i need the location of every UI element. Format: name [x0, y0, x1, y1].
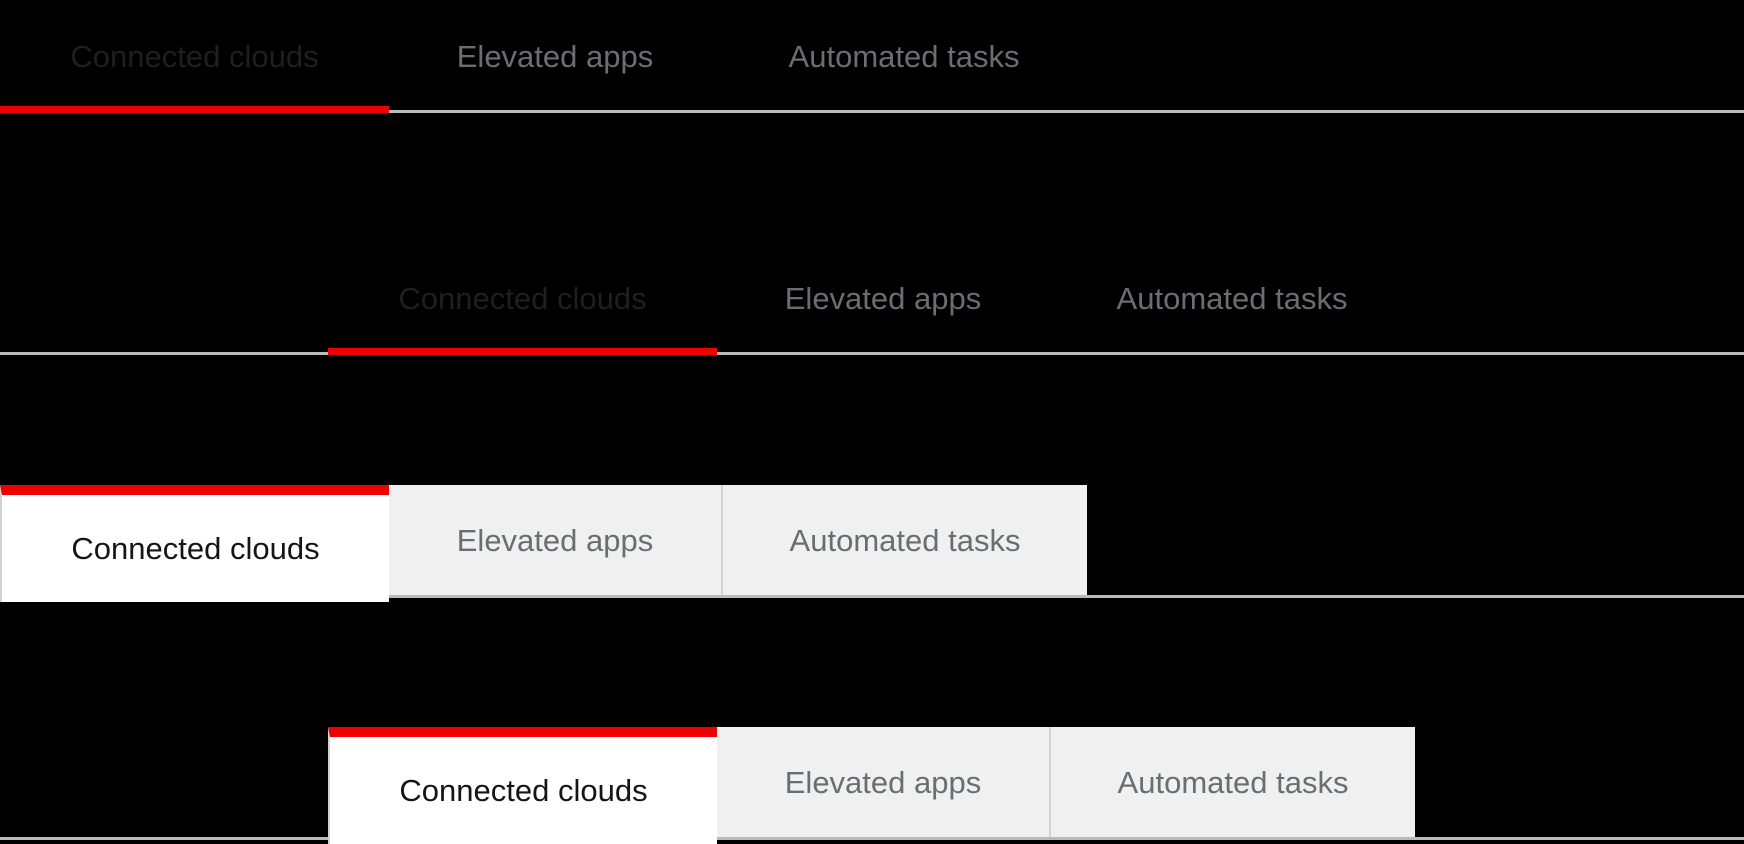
tab-label: Elevated apps [456, 522, 654, 558]
tab-label: Connected clouds [70, 39, 319, 74]
tab-label: Automated tasks [1116, 281, 1348, 316]
tab-label: Connected clouds [71, 531, 320, 566]
tab-automated-tasks[interactable]: Automated tasks [1049, 242, 1415, 355]
tab-automated-tasks[interactable]: Automated tasks [721, 0, 1087, 113]
tab-elevated-apps[interactable]: Elevated apps [717, 242, 1049, 355]
tabs-bottom-divider-line [0, 837, 1744, 840]
active-tab-indicator [0, 106, 389, 113]
tab-elevated-apps[interactable]: Elevated apps [389, 485, 721, 595]
tabs-bottom-divider-line [0, 595, 1744, 598]
tab-label: Connected clouds [398, 281, 647, 316]
active-tab-indicator [328, 348, 717, 355]
tabs-bottom-divider-line [0, 110, 1744, 113]
tab-strip: Connected clouds Elevated apps Automated… [0, 727, 1744, 844]
tab-group-underline-flush: Connected clouds Elevated apps Automated… [0, 0, 1744, 113]
tab-connected-clouds[interactable]: Connected clouds [328, 727, 717, 844]
tab-group-underline-indented: Connected clouds Elevated apps Automated… [0, 242, 1744, 355]
tab-elevated-apps[interactable]: Elevated apps [717, 727, 1049, 837]
tab-label: Elevated apps [456, 39, 654, 74]
tab-strip: Connected clouds Elevated apps Automated… [0, 242, 1744, 355]
tab-group-box-flush: Connected clouds Elevated apps Automated… [0, 485, 1744, 602]
tab-automated-tasks[interactable]: Automated tasks [1049, 727, 1415, 837]
tab-label: Elevated apps [784, 281, 982, 316]
tab-connected-clouds[interactable]: Connected clouds [0, 485, 389, 602]
tab-label: Automated tasks [788, 39, 1020, 74]
tab-connected-clouds[interactable]: Connected clouds [328, 242, 717, 355]
tab-label: Elevated apps [784, 764, 982, 800]
tab-automated-tasks[interactable]: Automated tasks [721, 485, 1087, 595]
tab-strip: Connected clouds Elevated apps Automated… [0, 485, 1744, 602]
tab-label: Automated tasks [789, 522, 1021, 558]
tab-label: Connected clouds [399, 773, 648, 808]
tab-group-box-indented: Connected clouds Elevated apps Automated… [0, 727, 1744, 844]
tab-elevated-apps[interactable]: Elevated apps [389, 0, 721, 113]
tabs-bottom-divider-line [0, 352, 1744, 355]
tab-label: Automated tasks [1117, 764, 1349, 800]
tab-connected-clouds[interactable]: Connected clouds [0, 0, 389, 113]
tab-strip: Connected clouds Elevated apps Automated… [0, 0, 1744, 113]
